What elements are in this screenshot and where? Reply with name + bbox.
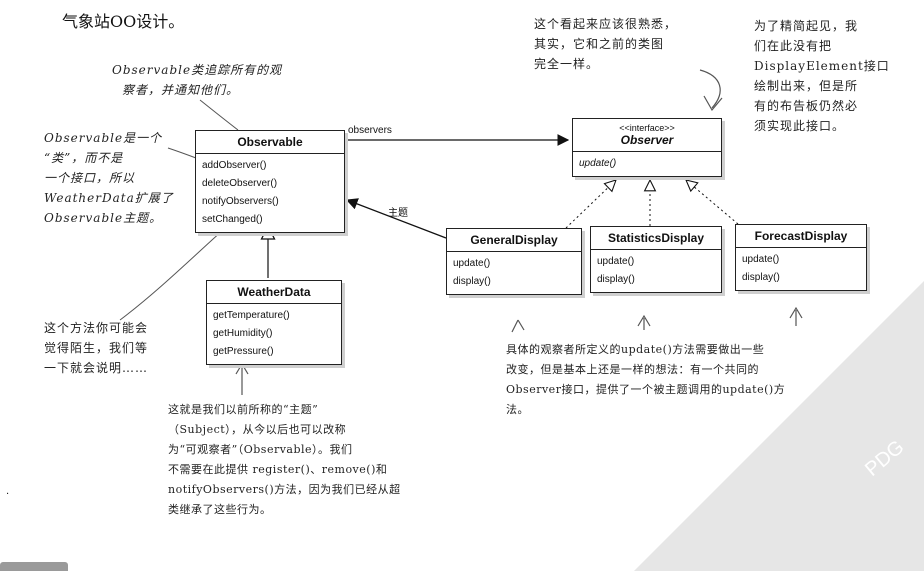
weatherdata-class: WeatherData getTemperature() getHumidity… [206, 280, 342, 365]
forecast-implements-line [686, 180, 739, 225]
class-name: Observable [237, 135, 303, 149]
method: getTemperature() [213, 310, 290, 321]
class-name: GeneralDisplay [470, 233, 558, 247]
method: deleteObserver() [202, 178, 278, 189]
note-observable-is-class: Observable是一个 “类”，而不是 一个接口，所以 WeatherDat… [44, 131, 174, 225]
generaldisplay-class: GeneralDisplay update() display() [446, 228, 582, 295]
note-arrow-familiar [699, 69, 721, 109]
page-title: 气象站OO设计。 [62, 12, 185, 31]
class-name: StatisticsDisplay [607, 231, 705, 245]
forecastdisplay-class: ForecastDisplay update() display() [735, 224, 867, 291]
note-method-strange: 这个方法你可能会 觉得陌生，我们等 一下就会说明…… [44, 321, 149, 375]
class-name: Observer [620, 133, 674, 147]
general-implements-line [565, 180, 616, 229]
method: update() [597, 256, 635, 267]
observers-label: observers [348, 125, 392, 136]
note-arrow-class [167, 147, 197, 159]
margin-mark: . [6, 486, 10, 497]
note-subject: 这就是我们以前所称的“主题” （Subject），从今以后也可以改称 为“可观察… [168, 403, 401, 516]
method: getPressure() [213, 346, 274, 357]
method: update() [579, 158, 617, 169]
method: update() [453, 258, 491, 269]
observable-class: Observable addObserver() deleteObserver(… [195, 130, 345, 233]
note-arrow-familiar-head [703, 95, 723, 112]
note-update-method: 具体的观察者所定义的update()方法需要做出一些 改变，但是基本上还是一样的… [506, 343, 786, 416]
note-observable-tracks: Observable类追踪所有的观 察者，并通知他们。 [112, 63, 283, 97]
method: update() [742, 254, 780, 265]
method: getHumidity() [213, 328, 273, 339]
subject-label: 主题 [388, 208, 408, 219]
class-name: ForecastDisplay [754, 229, 848, 243]
watermark-logo: PDG [634, 281, 924, 571]
statisticsdisplay-class: StatisticsDisplay update() display() [590, 226, 722, 293]
note-display-element: 为了精简起见，我 们在此没有把 DisplayElement接口 绘制出来，但是… [754, 19, 890, 133]
observer-interface: <<interface>> Observer update() [572, 118, 722, 177]
class-name: WeatherData [237, 285, 311, 299]
page-tab [0, 562, 68, 571]
method: addObserver() [202, 160, 267, 171]
note-familiar: 这个看起来应该很熟悉， 其实，它和之前的类图 完全一样。 [534, 17, 678, 71]
note-arrow-up-3 [789, 306, 803, 326]
note-arrow-up-1 [511, 319, 525, 333]
subject-association-line [345, 198, 447, 239]
method: setChanged() [202, 214, 263, 225]
method: notifyObservers() [202, 196, 279, 207]
stereotype-label: <<interface>> [619, 123, 675, 133]
method: display() [453, 276, 491, 287]
method: display() [742, 272, 780, 283]
method: display() [597, 274, 635, 285]
note-arrow-up-2 [637, 314, 651, 330]
note-arrow-tracks [199, 99, 239, 131]
